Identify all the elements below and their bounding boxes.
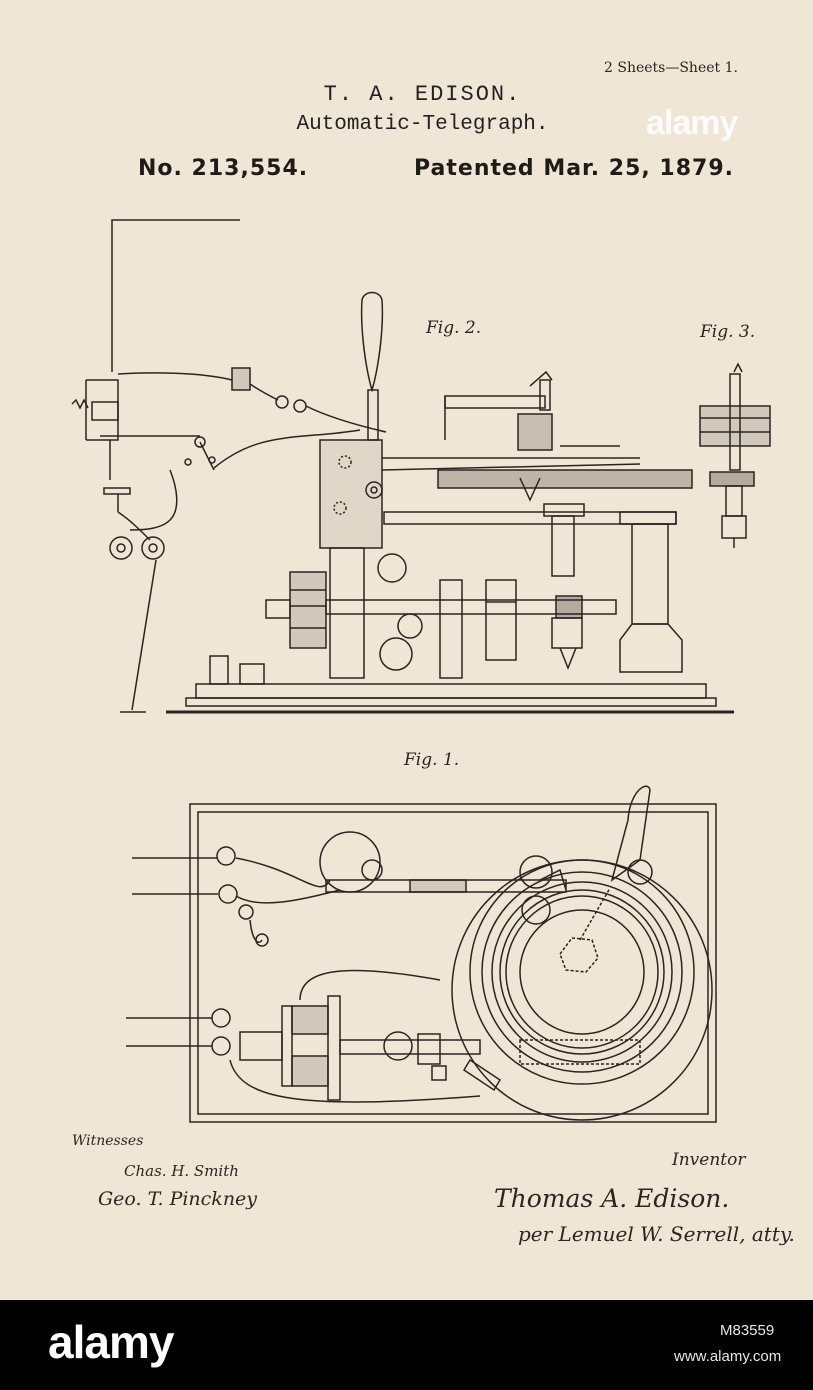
patent-sheet: 2 Sheets—Sheet 1. T. A. EDISON. Automati… (0, 0, 813, 1300)
witnesses-label: Witnesses (72, 1133, 143, 1149)
fig2-label: Fig. 2. (426, 318, 481, 338)
fig1-drawing (126, 786, 716, 1122)
fig3-label: Fig. 3. (700, 322, 755, 342)
attorney-signature: per Lemuel W. Serrell, atty. (518, 1222, 795, 1246)
inventor-label: Inventor (672, 1150, 745, 1170)
patent-drawings (0, 0, 813, 1300)
witness-signature-1: Chas. H. Smith (124, 1162, 239, 1180)
footer-logo: alamy (48, 1315, 173, 1369)
image-code: M83559 (720, 1322, 774, 1339)
witness-signature-2: Geo. T. Pinckney (98, 1188, 257, 1210)
inventor-signature: Thomas A. Edison. (494, 1184, 729, 1213)
fig3-drawing (700, 364, 770, 548)
footer-url: www.alamy.com (674, 1348, 781, 1365)
fig2-drawing (72, 220, 734, 712)
watermark: alamy (646, 104, 737, 143)
fig1-label: Fig. 1. (404, 750, 459, 770)
